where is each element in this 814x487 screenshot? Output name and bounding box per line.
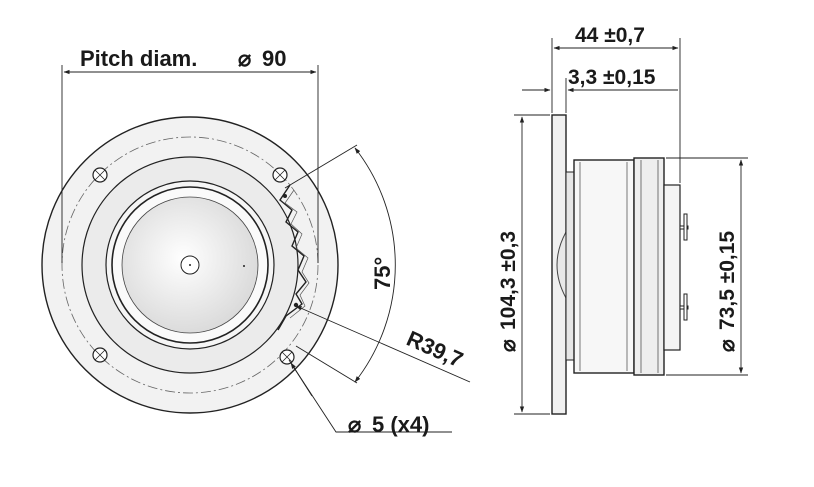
terminal-dot (283, 194, 287, 198)
body-diameter-symbol: ⌀ (716, 339, 739, 352)
front-view: Pitch diam. ⌀ 90 75° R39,7 ⌀ 5 (x4) (41, 46, 471, 437)
angle-arc (354, 147, 396, 383)
mounting-hole-tl (92, 167, 108, 183)
terminal-cutout-inner (284, 189, 310, 319)
pitch-diameter-value: 90 (262, 46, 286, 71)
angle-label: 75° (370, 257, 395, 290)
hole-leader-arrow (290, 362, 313, 397)
terminal-upper (679, 213, 689, 241)
body-diameter-label: 73,5 ±0,15 (716, 231, 739, 330)
terminal-lower (679, 293, 689, 321)
mounting-hole-tr (272, 167, 288, 183)
depth-label: 44 ±0,7 (575, 24, 645, 47)
hole-diameter-symbol: ⌀ (348, 412, 362, 437)
hole-label: 5 (x4) (372, 412, 429, 437)
radius-leader (295, 305, 471, 383)
pitch-circle (61, 136, 319, 394)
rear-cup (633, 157, 665, 376)
small-mark (243, 265, 245, 267)
center-point (189, 264, 191, 266)
rear-plate (663, 184, 681, 351)
mounting-hole-br (279, 349, 295, 365)
terminal-cutout (277, 184, 307, 331)
magnet-body (573, 159, 635, 374)
flange-diameter-label: 104,3 ±0,3 (497, 231, 520, 330)
flange-label: 3,3 ±0,15 (568, 66, 656, 89)
neck-ring (565, 171, 575, 361)
angle-ext-upper (284, 144, 358, 189)
diameter-symbol: ⌀ (238, 46, 252, 71)
side-view: 44 ±0,7 3,3 ±0,15 ⌀ 104,3 ±0,3 ⌀ 73,5 ±0… (497, 24, 748, 415)
pitch-diameter-label: Pitch diam. (80, 46, 197, 71)
mounting-holes (92, 167, 295, 365)
angle-ext-lower (295, 345, 358, 384)
radius-label: R39,7 (403, 326, 467, 373)
mounting-hole-bl (92, 347, 108, 363)
flange-diameter-symbol: ⌀ (497, 339, 520, 352)
